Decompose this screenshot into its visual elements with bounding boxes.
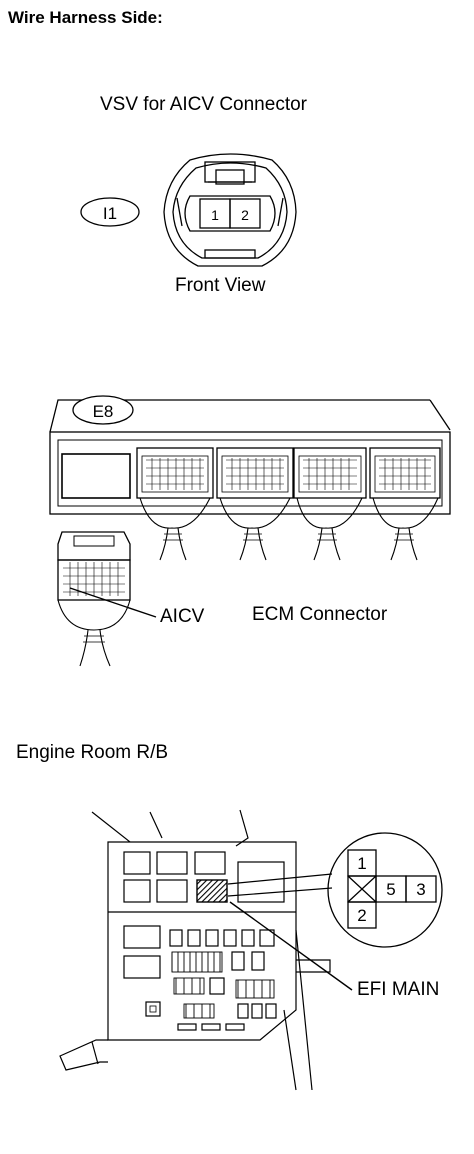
- ecm-connector-code-oval: [72, 395, 134, 425]
- vsv-connector-body: [163, 153, 297, 267]
- ecm-wire-harnesses: [139, 497, 439, 561]
- relay-pin-5: 5: [386, 880, 395, 899]
- relay-pin-cell-2: [347, 901, 377, 929]
- vsv-connector-title: VSV for AICV Connector: [100, 94, 307, 115]
- efi-main-fuse: [196, 879, 228, 903]
- ecm-connector-title: ECM Connector: [252, 604, 388, 625]
- relay-pin-3: 3: [416, 880, 425, 899]
- vsv-connector: I1: [80, 153, 297, 267]
- vsv-pin-cell-2: [229, 198, 261, 229]
- relay-pin-1: 1: [357, 854, 366, 873]
- ecm-housing: [49, 431, 451, 515]
- vsv-connector-code-oval: [80, 197, 140, 227]
- aicv-pin-label: AICV: [160, 606, 205, 627]
- page-title: Wire Harness Side:: [8, 8, 163, 27]
- ecm-connector-block-2: [216, 447, 294, 499]
- vsv-connector-code: I1: [103, 204, 117, 223]
- ecm-connector-block-3: [293, 447, 367, 499]
- ecm-blank-block: [61, 453, 131, 499]
- engine-room-rb-title: Engine Room R/B: [16, 742, 169, 763]
- relay-callout-leader-lower: [227, 887, 333, 897]
- relay-callout-leader-upper: [227, 873, 333, 885]
- ecm-connector-block-1: [136, 447, 214, 499]
- efi-main-leader-line: [229, 901, 353, 991]
- relay-pin-cell-3: [405, 875, 437, 903]
- ecm-plug: [57, 531, 157, 667]
- aicv-leader-line: [69, 587, 157, 618]
- ecm-unit: [49, 395, 451, 561]
- relay-block: [59, 809, 353, 1091]
- efi-main-label: EFI MAIN: [357, 979, 440, 1000]
- relay-callout: [327, 832, 443, 948]
- ecm-connector-block-4: [369, 447, 441, 499]
- relay-pin-2: 2: [357, 906, 366, 925]
- vsv-pin-2: 2: [241, 207, 249, 223]
- vsv-pin-1: 1: [211, 207, 219, 223]
- front-view-label: Front View: [175, 275, 266, 296]
- ecm-connector-code: E8: [93, 402, 114, 421]
- relay-callout-circle: [327, 832, 443, 948]
